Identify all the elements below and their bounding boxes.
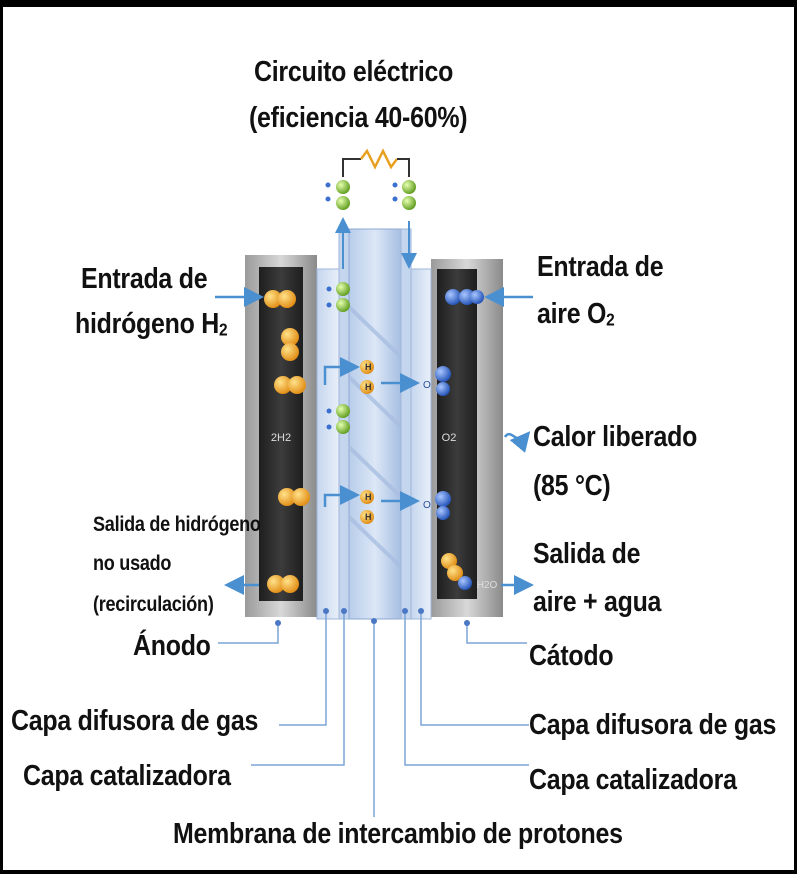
air-inlet-line2: aire O2 [537, 298, 615, 330]
anode-gas-label: 2H2 [271, 432, 291, 444]
hydrogen-molecules [264, 290, 463, 593]
cathode-gas-label: O2 [442, 432, 457, 444]
oxygen-molecules [435, 289, 484, 590]
protons: H H H H [360, 360, 374, 524]
hydrogen-inlet-line1: Entrada de [81, 263, 208, 295]
water-label: H2O [477, 580, 498, 591]
resistor-icon [360, 148, 398, 170]
svg-text:O: O [423, 380, 431, 391]
anode-label: Ánodo [133, 630, 211, 662]
catalyst-layer-left-label: Capa catalizadora [23, 760, 231, 792]
hydrogen-outlet-line2: no usado [93, 552, 172, 575]
oxygen-marks: O O [423, 380, 431, 511]
fuel-cell-diagram: 2H2 O2 H2O [215, 148, 534, 817]
catalyst-layer-right-label: Capa catalizadora [529, 764, 737, 796]
leader-lines [218, 608, 529, 817]
membrane-label: Membrana de intercambio de protones [173, 818, 623, 850]
air-water-outlet-line1: Salida de [533, 538, 641, 570]
gas-diffusion-layer-left-label: Capa difusora de gas [11, 705, 259, 737]
heat-released: Calor liberado [533, 421, 698, 453]
membrane-stripes [347, 305, 403, 569]
heat-temperature: (85 °C) [533, 470, 611, 502]
electrons [325, 180, 416, 434]
svg-text:H: H [365, 492, 372, 502]
hydrogen-inlet-line2: hidrógeno H2 [75, 308, 228, 340]
svg-text:H: H [365, 362, 372, 372]
hydrogen-outlet-line1: Salida de hidrógeno [93, 513, 261, 536]
svg-text:O: O [423, 500, 431, 511]
hydrogen-outlet-line3: (recirculación) [93, 593, 214, 616]
external-circuit [342, 148, 410, 177]
gas-diffusion-layer-left [316, 268, 340, 620]
svg-text:H: H [365, 512, 372, 522]
air-water-outlet-line2: aire + agua [533, 586, 662, 618]
anode-plate: 2H2 [245, 255, 317, 617]
catalyst-layer-right [400, 228, 412, 620]
electron-flow-arrows [335, 217, 417, 269]
cathode-label: Cátodo [529, 640, 614, 672]
circuit-efficiency: (eficiencia 40-60%) [249, 102, 468, 134]
circuit-title: Circuito eléctrico [254, 56, 454, 88]
gas-diffusion-layer-right [410, 268, 432, 620]
air-inlet-line1: Entrada de [537, 251, 664, 283]
gas-diffusion-layer-right-label: Capa difusora de gas [529, 709, 777, 741]
flow-arrows [215, 287, 534, 595]
svg-text:H: H [365, 382, 372, 392]
